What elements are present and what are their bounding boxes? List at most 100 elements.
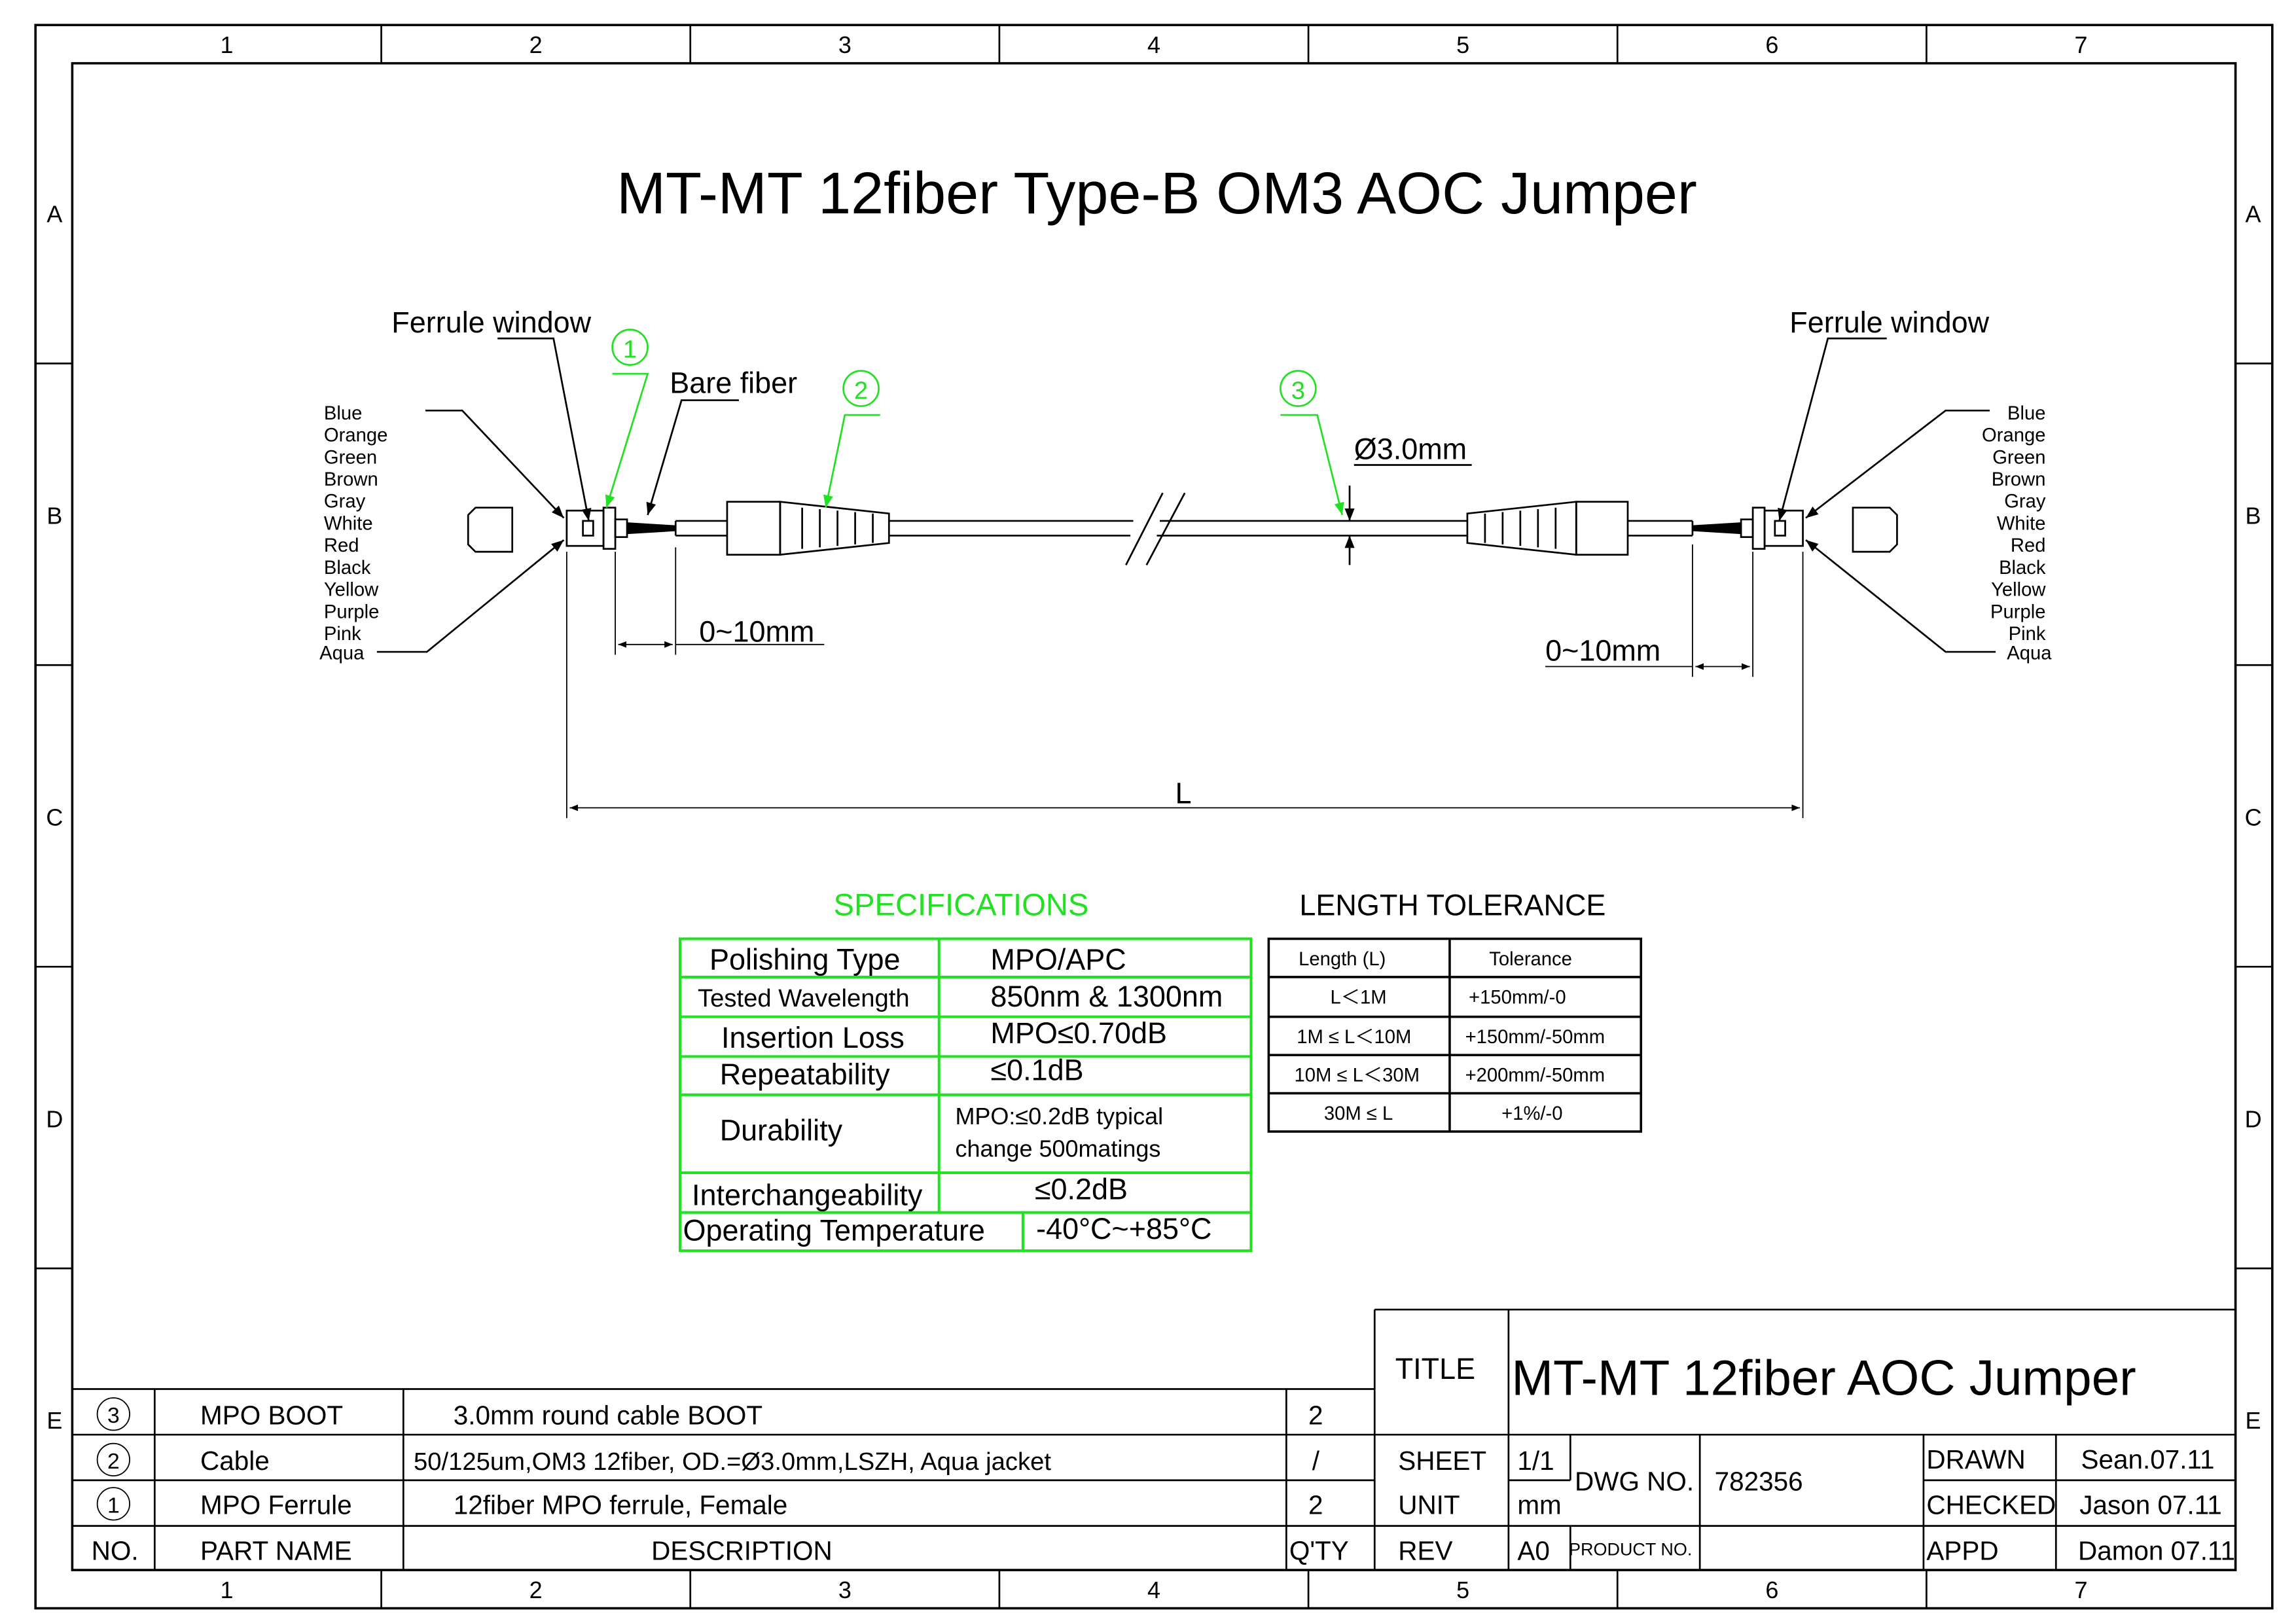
row-label: A (46, 201, 62, 228)
fiber-color-label: Blue (324, 403, 362, 424)
specifications-title: SPECIFICATIONS (833, 888, 1088, 923)
bom-number: 2 (107, 1449, 120, 1474)
svg-text:2: 2 (854, 376, 868, 404)
fiber-color-label: Yellow (1991, 580, 2046, 601)
column-label: 5 (1456, 1577, 1469, 1603)
rev-value: A0 (1517, 1535, 1550, 1565)
fiber-color-label: Gray (324, 491, 366, 512)
table-cell: L＜1M (1330, 987, 1386, 1008)
fiber-color-label: Purple (324, 601, 379, 622)
dwg-no-label: DWG NO. (1575, 1467, 1694, 1497)
strip-length-dimension-right: 0~10mm (1545, 634, 1660, 668)
fiber-color-label: Gray (2004, 491, 2046, 512)
drawn-value: Sean.07.11 (2081, 1444, 2214, 1474)
spec-value: ≤0.2dB (1035, 1172, 1128, 1205)
unit-value: mm (1517, 1490, 1561, 1520)
bom-header: Q'TY (1289, 1535, 1349, 1565)
product-no-label: PRODUCT NO. (1569, 1540, 1692, 1560)
leader-lines (376, 337, 1996, 653)
column-label: 1 (220, 31, 233, 58)
column-label: 7 (2074, 1577, 2087, 1603)
row-label: C (46, 804, 63, 830)
callout-1: 1 (605, 329, 649, 508)
checked-value: Jason 07.11 (2079, 1490, 2222, 1520)
bare-fiber-left (627, 522, 676, 535)
spec-value: MPO/APC (990, 943, 1126, 976)
bom-part-name: MPO Ferrule (200, 1490, 352, 1520)
column-header: Tolerance (1489, 949, 1572, 970)
checked-label: CHECKED (1926, 1490, 2056, 1520)
fiber-color-label: Pink (324, 624, 361, 645)
bom-number: 3 (107, 1403, 120, 1428)
fiber-color-label: Black (324, 558, 371, 579)
specifications-table: SPECIFICATIONS Polishing Type MPO/APC Te… (678, 888, 1253, 1253)
dust-cap-left (467, 507, 514, 553)
title-value: MT-MT 12fiber AOC Jumper (1511, 1350, 2136, 1406)
length-tolerance-title: LENGTH TOLERANCE (1299, 889, 1605, 922)
bom-part-name: Cable (200, 1446, 270, 1476)
spec-value: MPO≤0.70dB (990, 1016, 1167, 1050)
row-label: E (2246, 1407, 2261, 1434)
dust-cap-right (1852, 507, 1898, 553)
length-tolerance-table: LENGTH TOLERANCE Length (L) Tolerance L＜… (1267, 889, 1643, 1133)
break-symbol (1125, 492, 1186, 566)
fiber-color-label: Black (1999, 558, 2046, 579)
bill-of-materials: 3 MPO BOOT 3.0mm round cable BOOT 2 2 Ca… (72, 1310, 2236, 1571)
spec-value: 850nm & 1300nm (990, 980, 1223, 1013)
table-cell: +150mm/-50mm (1465, 1027, 1605, 1048)
row-label: C (2245, 804, 2262, 830)
callout-2: 2 (823, 370, 880, 508)
column-label: 1 (220, 1577, 233, 1603)
fiber-color-list-right: Blue Orange Green Brown Gray White Red B… (1982, 403, 2052, 664)
bom-description: 50/125um,OM3 12fiber, OD.=Ø3.0mm,LSZH, A… (414, 1448, 1051, 1476)
unit-label: UNIT (1398, 1490, 1460, 1520)
table-cell: +200mm/-50mm (1465, 1065, 1605, 1086)
ferrule-window-label-right: Ferrule window (1789, 306, 1989, 339)
column-label: 2 (529, 31, 543, 58)
column-header: Length (L) (1299, 949, 1386, 970)
bom-header: DESCRIPTION (651, 1535, 833, 1565)
fiber-color-label: Red (324, 535, 359, 556)
svg-text:3: 3 (1291, 376, 1305, 404)
appd-value: Damon 07.11 (2078, 1535, 2235, 1565)
spec-label: Operating Temperature (683, 1213, 985, 1247)
bare-fiber-label: Bare fiber (670, 366, 797, 399)
bom-header: NO. (92, 1535, 139, 1565)
spec-value: ≤0.1dB (990, 1053, 1083, 1086)
column-label: 7 (2074, 31, 2087, 58)
column-label: 4 (1147, 1577, 1160, 1603)
ferrule-window-label-left: Ferrule window (391, 306, 591, 339)
fiber-color-list-left: Blue Orange Green Brown Gray White Red B… (319, 403, 387, 664)
column-label: 6 (1765, 1577, 1778, 1603)
cable-assembly: Blue Orange Green Brown Gray White Red B… (319, 306, 2052, 819)
diameter-label: Ø3.0mm (1354, 433, 1467, 466)
spec-label: Insertion Loss (721, 1021, 905, 1054)
spec-label: Interchangeability (692, 1178, 923, 1211)
table-cell: 1M ≤ L＜10M (1297, 1027, 1411, 1048)
sheet-frame: 1 2 3 4 5 6 7 1 2 3 4 5 6 7 A B C D E A … (34, 24, 2274, 1610)
fiber-color-label: Green (324, 447, 377, 468)
row-label: B (46, 502, 62, 529)
sheet-value: 1/1 (1517, 1446, 1554, 1476)
dimension-lines (565, 544, 1804, 819)
fiber-color-label: Red (2011, 535, 2046, 556)
table-cell: 10M ≤ L＜30M (1295, 1065, 1420, 1086)
spec-label: Durability (720, 1114, 843, 1147)
strip-length-dimension-left: 0~10mm (699, 615, 814, 648)
bom-qty: 2 (1308, 1490, 1323, 1520)
spec-label: Repeatability (720, 1058, 890, 1091)
title-block: TITLE MT-MT 12fiber AOC Jumper SHEET 1/1… (1374, 1308, 2236, 1571)
spec-value: -40°C~+85°C (1036, 1212, 1211, 1245)
bom-description: 3.0mm round cable BOOT (454, 1400, 762, 1430)
fiber-color-label: Brown (324, 469, 378, 490)
fiber-color-label: Yellow (324, 580, 379, 601)
fiber-color-label: White (324, 513, 373, 534)
row-label: D (2245, 1105, 2262, 1132)
column-label: 5 (1456, 31, 1469, 58)
column-label: 2 (529, 1577, 543, 1603)
spec-value: change 500matings (955, 1135, 1160, 1162)
fiber-color-label: Green (1992, 447, 2045, 468)
rev-label: REV (1398, 1535, 1452, 1565)
boot-left (726, 501, 890, 556)
